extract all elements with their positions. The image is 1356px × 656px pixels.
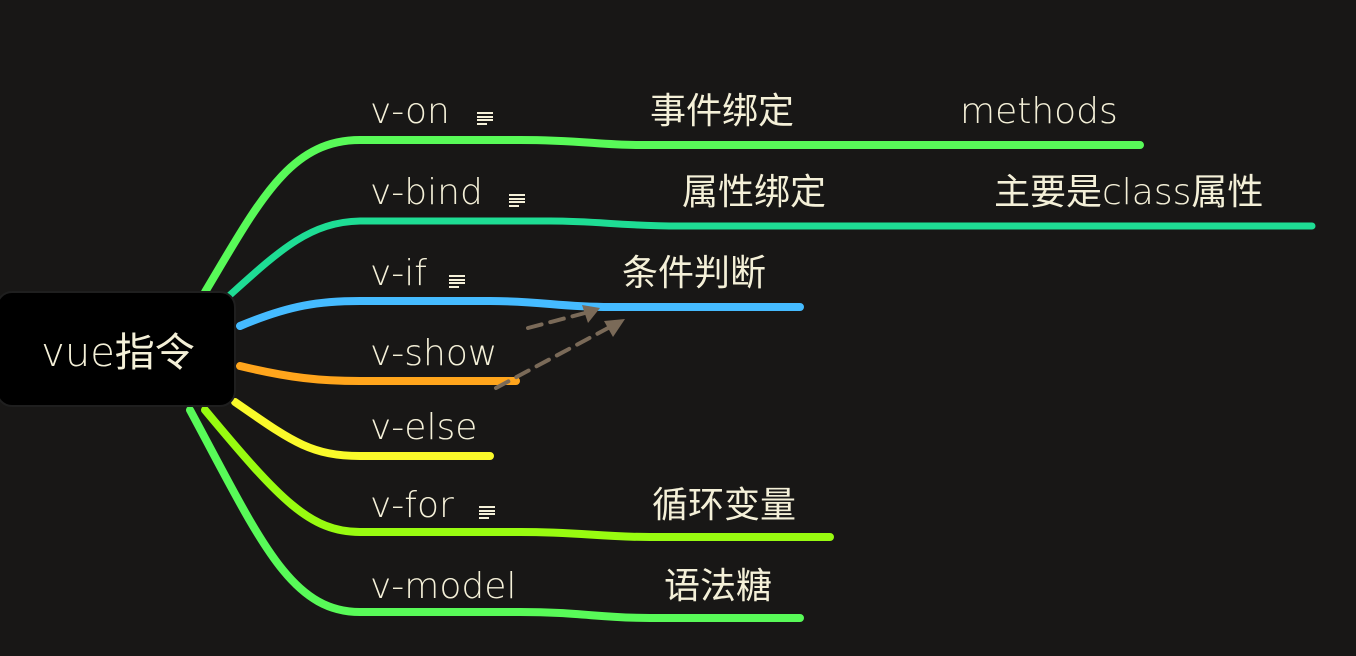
note-icon[interactable]: [509, 194, 525, 207]
node-condition[interactable]: 条件判断: [622, 253, 767, 294]
relation-arrow-v-show: [494, 325, 612, 390]
root-node[interactable]: vue指令: [0, 291, 236, 407]
note-icon[interactable]: [477, 112, 493, 125]
branch-v-show[interactable]: v-show: [370, 333, 498, 374]
branch-v-for[interactable]: v-for: [370, 485, 454, 526]
branch-v-model[interactable]: v-model: [370, 566, 517, 607]
branch-line-v-model: [186, 406, 804, 622]
node-methods[interactable]: methods: [960, 91, 1118, 132]
branch-line-v-else: [231, 398, 494, 460]
node-attr-binding[interactable]: 属性绑定: [682, 172, 827, 213]
arrowhead-icon: [604, 319, 625, 337]
branch-v-else[interactable]: v-else: [370, 407, 478, 448]
branch-line-v-if: [236, 297, 804, 330]
branch-line-v-on: [201, 136, 1144, 296]
branch-v-bind[interactable]: v-bind: [370, 172, 483, 213]
branch-line-v-bind: [226, 217, 1316, 299]
node-loop-var[interactable]: 循环变量: [652, 485, 797, 526]
relation-arrow-v-if: [526, 311, 587, 330]
node-class-attr[interactable]: 主要是class属性: [994, 172, 1264, 213]
arrowhead-icon: [582, 305, 600, 323]
note-icon[interactable]: [479, 506, 495, 519]
branch-line-v-for: [201, 406, 834, 541]
node-syntax-sugar[interactable]: 语法糖: [664, 566, 773, 607]
note-icon[interactable]: [449, 275, 465, 288]
root-label: vue指令: [41, 330, 195, 376]
node-event-binding[interactable]: 事件绑定: [650, 91, 795, 132]
branch-v-if[interactable]: v-if: [370, 253, 427, 294]
branch-v-on[interactable]: v-on: [370, 91, 450, 132]
branch-line-v-show: [236, 362, 520, 385]
